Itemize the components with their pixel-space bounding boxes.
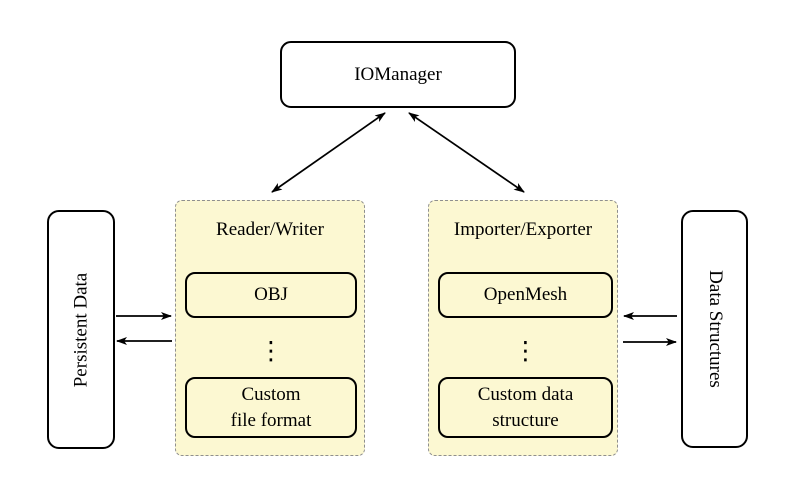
node-iomanager-label: IOManager — [354, 63, 442, 85]
node-openmesh: OpenMesh — [438, 272, 613, 318]
node-openmesh-label: OpenMesh — [483, 284, 568, 305]
node-custom-data-structure-line1: Custom data — [477, 383, 574, 405]
vertical-ellipsis-importer: ⋮ — [513, 335, 538, 365]
node-custom-file-format-line1: Custom — [241, 383, 301, 405]
arrow-iomanager-importer-exporter — [408, 112, 525, 193]
arrow-iomanager-reader-writer — [271, 112, 386, 193]
group-reader-writer-header: Reader/Writer — [216, 219, 324, 240]
node-custom-data-structure-line2: structure — [492, 409, 559, 431]
node-obj: OBJ — [185, 272, 357, 318]
group-importer-exporter-header: Importer/Exporter — [453, 219, 593, 240]
node-data-structures: Data Structures — [681, 210, 748, 448]
node-custom-file-format: Custom file format — [185, 377, 357, 438]
node-custom-data-structure: Custom data structure — [438, 377, 613, 438]
node-custom-file-format-line2: file format — [230, 409, 312, 431]
node-persistent-data: Persistent Data — [47, 210, 115, 449]
node-obj-label: OBJ — [254, 284, 288, 305]
vertical-ellipsis-reader: ⋮ — [258, 335, 284, 365]
node-data-structures-label: Data Structures — [704, 270, 726, 388]
node-iomanager: IOManager — [280, 41, 516, 108]
node-persistent-data-label: Persistent Data — [70, 272, 92, 387]
